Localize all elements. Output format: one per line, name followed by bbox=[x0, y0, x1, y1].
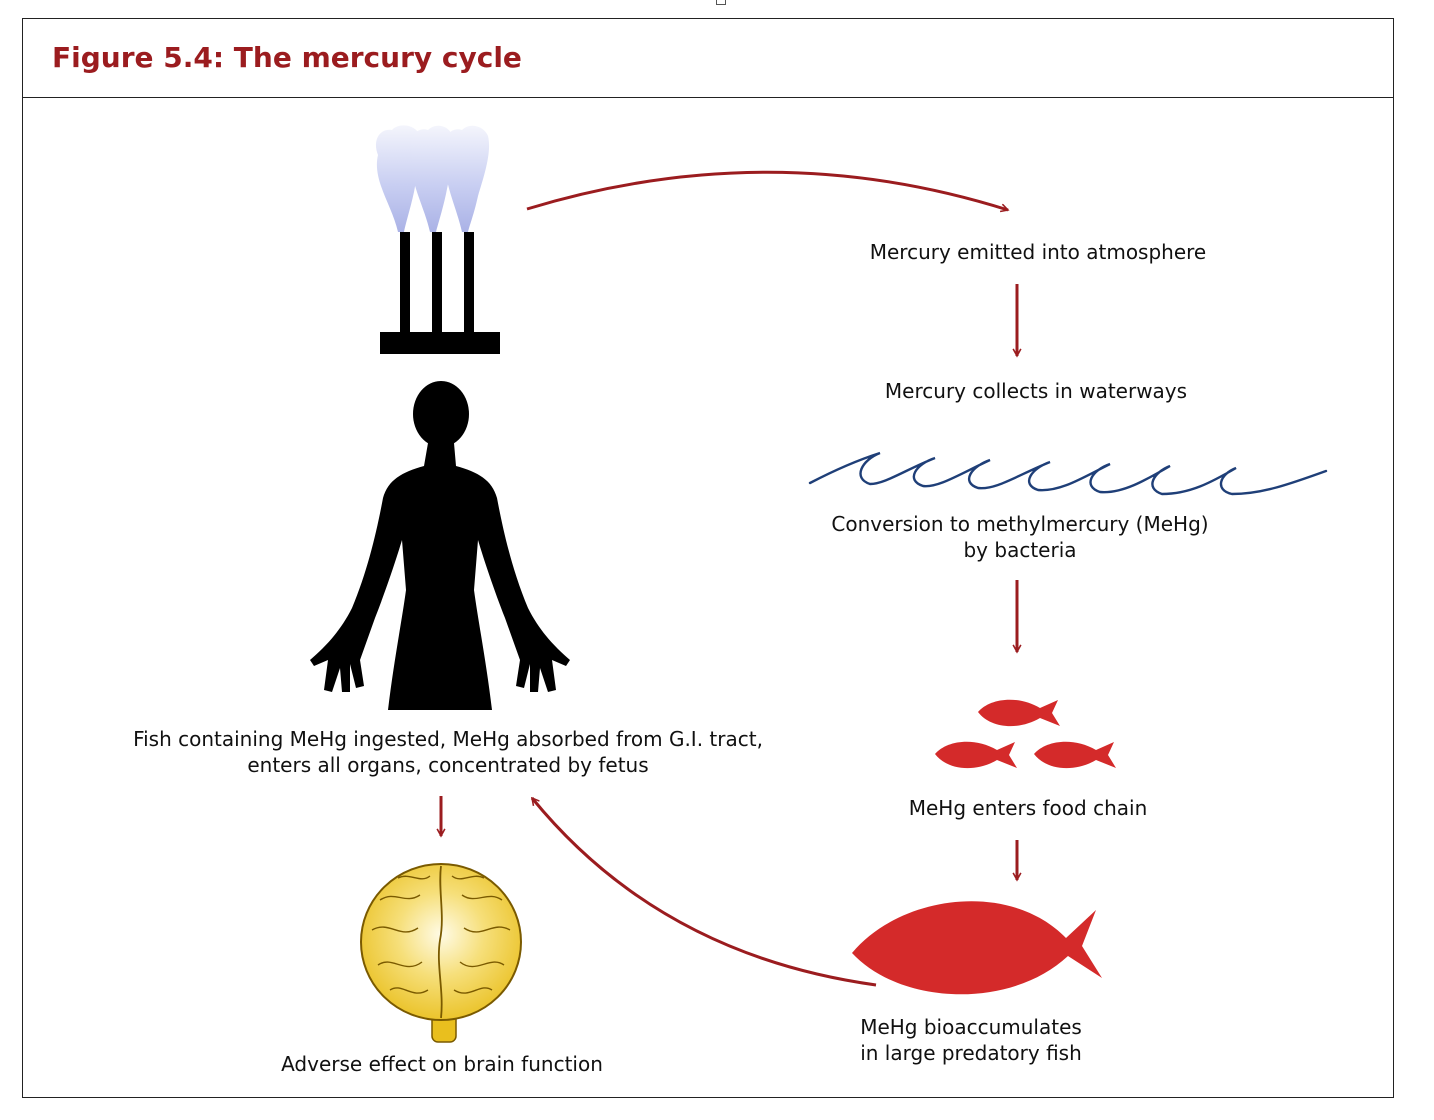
step-brain: Adverse effect on brain function bbox=[281, 1052, 603, 1076]
person-silhouette-icon bbox=[310, 381, 570, 710]
brain-icon bbox=[360, 863, 522, 1043]
arrow-factory-to-atmosphere bbox=[526, 170, 1008, 210]
step-ingested-line1: Fish containing MeHg ingested, MeHg abso… bbox=[133, 727, 763, 751]
step-ingested-line2: enters all organs, concentrated by fetus bbox=[247, 753, 649, 777]
step-bioaccumulates-line2: in large predatory fish bbox=[860, 1041, 1082, 1065]
step-atmosphere: Mercury emitted into atmosphere bbox=[869, 240, 1207, 264]
figure-title: Figure 5.4: The mercury cycle bbox=[52, 41, 522, 74]
small-fish-icon bbox=[935, 741, 1017, 769]
step-bioaccumulates-line1: MeHg bioaccumulates bbox=[860, 1015, 1082, 1039]
wave-icon bbox=[808, 451, 1328, 496]
step-food-chain: MeHg enters food chain bbox=[908, 796, 1148, 820]
smoke-plume-3 bbox=[444, 125, 490, 232]
chimney-1 bbox=[400, 232, 410, 332]
arrow-fish-to-human bbox=[530, 798, 877, 987]
factory-base bbox=[380, 332, 500, 354]
smoke-plume-1 bbox=[375, 125, 421, 232]
chimney-3 bbox=[464, 232, 474, 332]
figure-header: Figure 5.4: The mercury cycle bbox=[23, 19, 1393, 98]
chimney-2 bbox=[432, 232, 442, 332]
step-waterways: Mercury collects in waterways bbox=[884, 379, 1188, 403]
large-fish-icon bbox=[852, 901, 1102, 995]
smoke-plume-2 bbox=[410, 125, 454, 232]
small-fish-icon bbox=[1034, 741, 1116, 769]
step-conversion-line1: Conversion to methylmercury (MeHg) bbox=[831, 512, 1209, 536]
small-fish-icon bbox=[978, 699, 1060, 727]
factory-icon bbox=[375, 125, 500, 354]
top-marker bbox=[716, 0, 726, 5]
step-conversion-line2: by bacteria bbox=[963, 538, 1077, 562]
figure-frame: Figure 5.4: The mercury cycle bbox=[22, 18, 1394, 1098]
